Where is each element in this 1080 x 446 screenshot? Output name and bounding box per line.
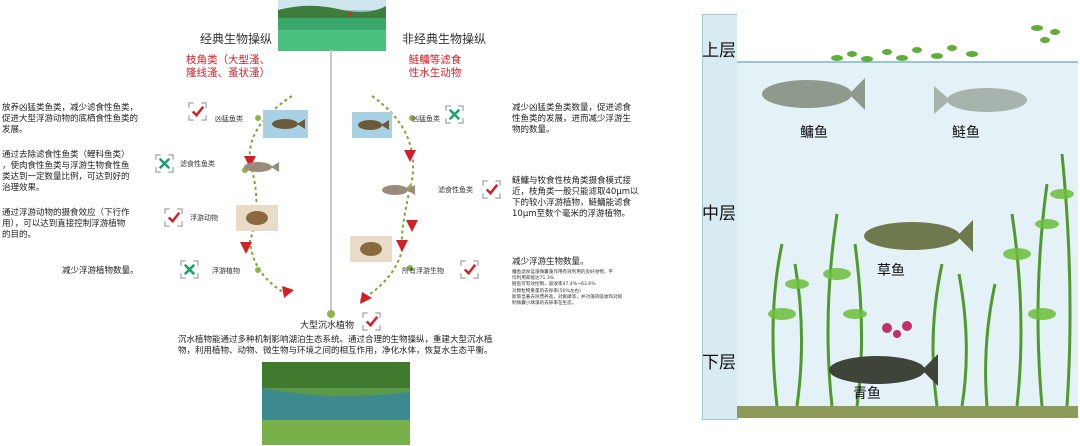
macrophyte-label: 大型沉水植物 <box>300 318 354 331</box>
check-icon <box>362 312 381 331</box>
predator-fish-image <box>352 112 392 138</box>
left-label-filter-fish: 滤食性鱼类 <box>180 159 215 169</box>
filter-fish-image <box>240 158 280 176</box>
left-note-4: 减少浮游植物数量。 <box>62 266 162 277</box>
cross-icon <box>155 154 174 173</box>
right-note-1: 减少凶猛类鱼类数量，促进滤食性鱼类的发展，进而减少浮游生物的数量。 <box>512 103 662 136</box>
layer-upper: 上层 <box>702 40 736 62</box>
cross-icon <box>445 105 464 124</box>
check-icon <box>188 102 207 121</box>
nonclassic-title: 非经典生物操纵 <box>402 30 486 47</box>
zooplankton-image <box>350 236 392 262</box>
fish-label-black: 青鱼 <box>853 383 881 403</box>
left-note-3: 通过浮游动物的摄食效应（下行作用），可以达到直接控制浮游植物的目的。 <box>2 208 152 241</box>
left-label-phytoplankton: 浮游植物 <box>212 266 240 276</box>
left-note-1: 放养凶猛类鱼类，减少滤食性鱼类，促进大型浮游动物的底栖食性鱼类的发展。 <box>2 103 152 136</box>
check-icon <box>164 208 183 227</box>
left-note-2: 通过去除滤食性鱼类（鲤科鱼类），使肉食性鱼类与浮游生物食性鱼类达到一定数量比例，… <box>2 150 152 194</box>
right-note-2: 鲢鳙与牧食性枝角类摄食模式接近，枝角类一般只能滤取40μm以下的较小浮游植物，鲢… <box>512 176 662 220</box>
nonclassic-subtitle: 鲢鳙等滤食性水生动物 <box>390 54 480 80</box>
fish-label-bighead: 鳙鱼 <box>800 122 828 142</box>
reduce-title: 减少浮游生物数量。 <box>512 257 662 268</box>
cross-icon <box>180 260 199 279</box>
classic-subtitle: 枝角类（大型溞、隆线溞、蚤状溞） <box>178 54 278 80</box>
predator-fish-image <box>263 110 308 138</box>
layer-middle: 中层 <box>702 203 736 225</box>
classic-title: 经典生物操纵 <box>200 30 272 47</box>
left-label-zooplankton: 浮游动物 <box>190 213 218 223</box>
wetland-photo-bottom <box>262 362 410 445</box>
check-icon <box>460 260 479 279</box>
bottom-summary: 沉水植物能通过多种机制影响湖泊生态系统。通过合理的生物操纵，重建大型沉水植物，利… <box>178 335 538 357</box>
left-label-predator: 凶猛鱼类 <box>215 114 243 124</box>
right-label-all-plankton: 所有浮游生物 <box>402 266 444 276</box>
right-label-predator: 凶猛鱼类 <box>412 114 440 124</box>
lake-photo-top <box>278 0 386 51</box>
water-scene <box>737 14 1078 418</box>
check-icon <box>482 180 501 199</box>
filter-fish-image <box>378 182 416 198</box>
center-line <box>325 50 337 320</box>
zooplankton-image <box>236 205 278 231</box>
reduce-details: 鳙鱼滤食蓝藻微囊藻作用有效利用的良好食物，平均利用率能达71.3%鲢鱼可有效控制… <box>512 270 662 307</box>
right-label-filter-fish: 滤食性鱼类 <box>438 185 473 195</box>
fish-label-grass: 草鱼 <box>877 260 905 280</box>
layer-lower: 下层 <box>702 352 736 374</box>
fish-label-silver: 鲢鱼 <box>952 122 980 142</box>
